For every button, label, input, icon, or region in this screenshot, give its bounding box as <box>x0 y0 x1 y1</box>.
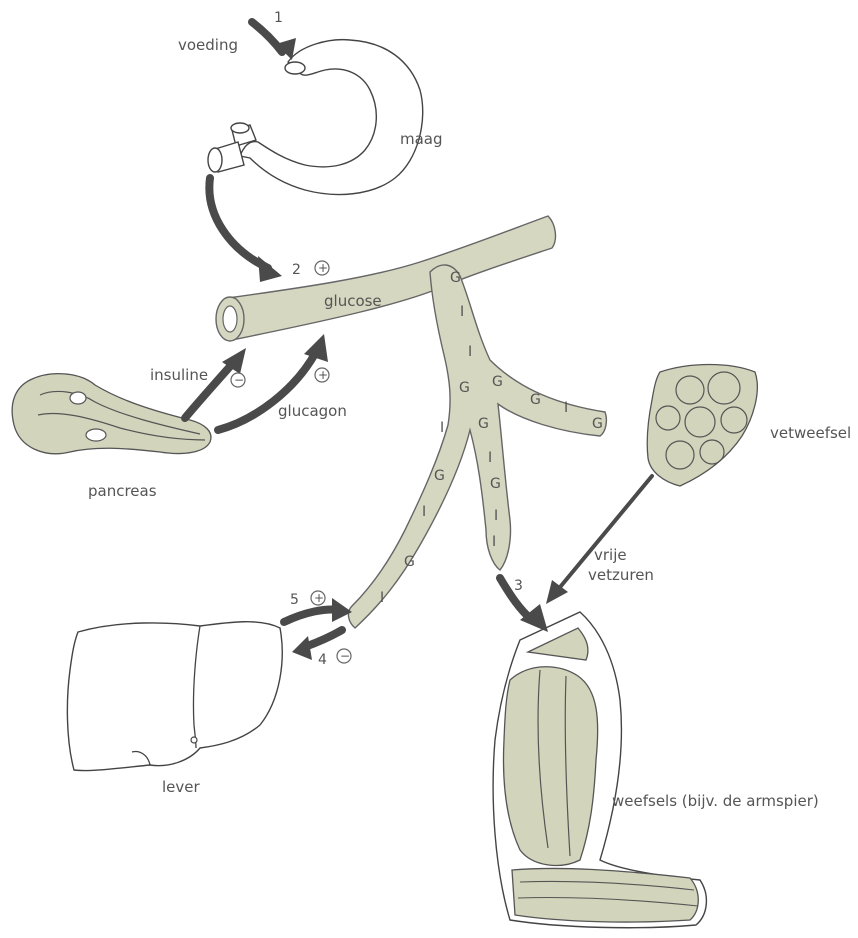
label-glucagon: glucagon <box>278 402 347 420</box>
vessel-letter-i: I <box>440 420 444 436</box>
label-maag: maag <box>400 130 443 148</box>
vessel-letter-g: G <box>490 476 501 492</box>
vessel-letter-g: G <box>592 416 603 432</box>
label-glucose: glucose <box>324 292 382 310</box>
food-intake-arrow <box>252 22 296 60</box>
step-1: 1 <box>274 10 283 26</box>
vessel-letter-g: G <box>434 468 445 484</box>
sign-minus: − <box>234 373 244 387</box>
vessel-letter-i: I <box>422 504 426 520</box>
vessel-letter-g: G <box>492 374 503 390</box>
vessel-letter-i: I <box>492 534 496 550</box>
fatty-acids-arrow <box>546 476 652 604</box>
step-2: 2 <box>292 262 301 278</box>
label-insuline: insuline <box>150 366 208 384</box>
vessel-letter-i: I <box>468 344 472 360</box>
vessel-letter-i: I <box>494 508 498 524</box>
fat-tissue-illustration <box>647 365 757 487</box>
vessel-letter-i: I <box>460 304 464 320</box>
label-voeding: voeding <box>178 36 238 54</box>
vessel-letter-g: G <box>459 380 470 396</box>
vessel-letter-i: I <box>564 400 568 416</box>
stomach-to-blood-arrow <box>209 178 282 282</box>
stomach-illustration <box>208 40 423 195</box>
sign-plus: + <box>314 591 324 605</box>
liver-release-arrow <box>292 630 342 660</box>
label-pancreas: pancreas <box>88 482 157 500</box>
step-3: 3 <box>514 578 523 594</box>
label-vrije: vrije <box>594 546 627 564</box>
liver-illustration <box>67 622 282 771</box>
sign-plus: + <box>318 261 328 275</box>
sign-plus: + <box>318 368 328 382</box>
sign-minus: − <box>340 649 350 663</box>
vessel-letter-g: G <box>450 270 461 286</box>
label-vetzuren: vetzuren <box>588 566 654 584</box>
vessel-letter-i: I <box>380 590 384 606</box>
vessel-letter-g: G <box>530 392 541 408</box>
label-lever: lever <box>162 778 201 796</box>
label-weefsels: weefsels (bijv. de armspier) <box>612 792 819 810</box>
muscle-illustration <box>493 612 706 928</box>
step-4: 4 <box>318 652 327 668</box>
vessel-letter-i: I <box>488 450 492 466</box>
label-vetweefsel: vetweefsel <box>770 424 851 442</box>
vessel-letter-g: G <box>478 416 489 432</box>
vessel-letter-g: G <box>404 554 415 570</box>
blood-to-muscle-arrow <box>500 578 548 632</box>
step-5: 5 <box>290 592 299 608</box>
pancreas-illustration <box>12 374 211 454</box>
